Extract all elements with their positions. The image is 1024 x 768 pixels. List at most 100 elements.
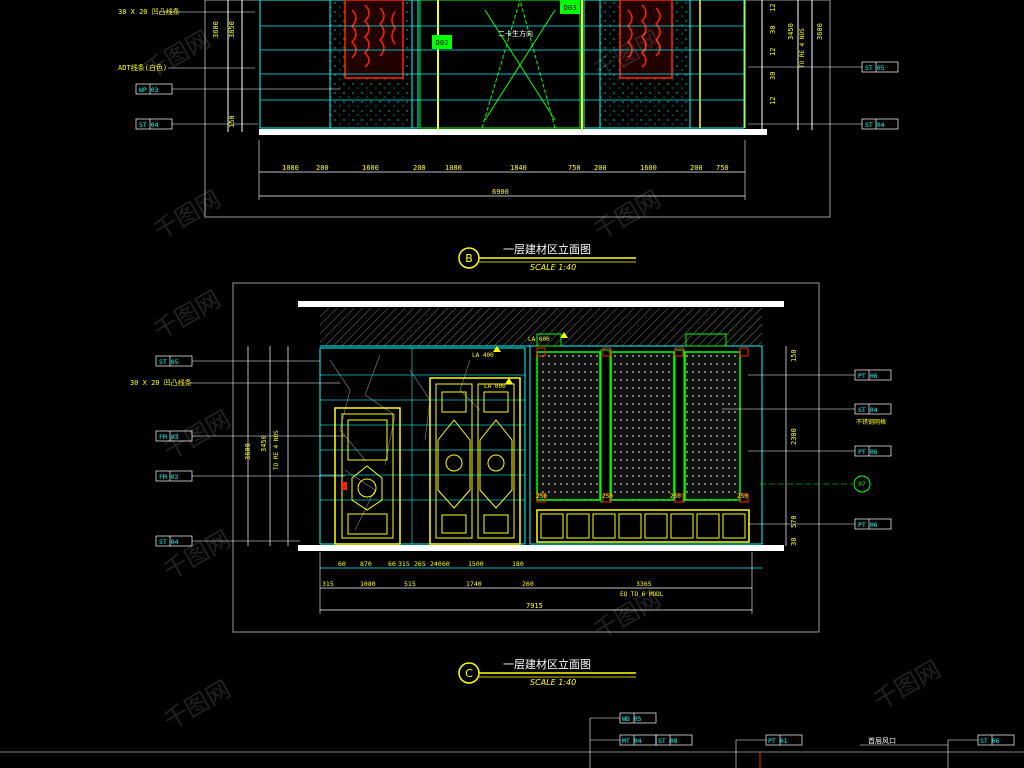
view-c-tag-fm03: FM 03 (155, 430, 345, 442)
view-b-left-note-1: ADT线条(白色) (118, 63, 167, 72)
svg-text:1740: 1740 (466, 580, 482, 588)
svg-text:MT 04: MT 04 (622, 737, 642, 745)
svg-text:千图网: 千图网 (159, 405, 235, 465)
view-c-tag-st04-right: ST 04 不锈钢网格 (722, 403, 892, 426)
svg-text:ST 04: ST 04 (139, 121, 159, 129)
view-c-level-label-0: LA 400 (472, 352, 494, 359)
svg-text:千图网: 千图网 (869, 655, 945, 715)
view-c-right-dim-1: 2300 (790, 428, 798, 445)
svg-text:200: 200 (413, 164, 426, 172)
view-b-tag-st04-right: ST 04 (748, 118, 899, 130)
view-c-tag-pt06-a: PT 06 (748, 369, 892, 381)
svg-text:180: 180 (512, 560, 524, 568)
svg-text:265: 265 (414, 560, 426, 568)
svg-text:1600: 1600 (362, 164, 379, 172)
svg-text:07: 07 (858, 481, 866, 488)
view-b-right-dim-1: 12 (769, 4, 777, 12)
svg-text:千图网: 千图网 (149, 285, 225, 345)
svg-text:千图网: 千图网 (149, 185, 225, 245)
svg-text:PT 01: PT 01 (768, 737, 788, 745)
partial-next-view: WD 05 MT 04 ST 08 PT 01 首层风口 ST 06 (0, 712, 1024, 768)
view-c-eq-note: EQ TO 6 MODL (620, 591, 664, 598)
view-b-right-dim-4: 30 (769, 72, 777, 80)
view-c-bottom-dims-row1: 60 870 60 315 265 240 60 1500 180 (338, 560, 524, 568)
view-c-ceiling-hatch (320, 308, 762, 346)
view-c-floor-slab (298, 545, 784, 551)
view-c-left-dim-1: 3450 (260, 435, 268, 452)
view-b-scale: SCALE 1:40 (530, 263, 576, 272)
view-c-stone-wall (319, 347, 526, 545)
view-c-ceiling-slab (298, 301, 784, 307)
svg-text:千图网: 千图网 (159, 525, 235, 585)
view-b-left-dim-2: 150 (228, 115, 236, 128)
svg-text:1840: 1840 (510, 164, 527, 172)
view-b-right-dim-5: 12 (769, 97, 777, 105)
view-b-right-dim-2: 30 (769, 26, 777, 34)
view-b-total-dim: 6900 (492, 188, 509, 196)
svg-text:1080: 1080 (445, 164, 462, 172)
svg-text:750: 750 (568, 164, 581, 172)
view-c-left-dim-2: TO RE 4 NOS (273, 430, 280, 470)
svg-text:WP 03: WP 03 (139, 86, 159, 94)
svg-text:PT 06: PT 06 (858, 521, 878, 529)
svg-text:ST 04: ST 04 (858, 406, 878, 414)
svg-text:200: 200 (594, 164, 607, 172)
svg-text:60: 60 (388, 560, 396, 568)
svg-text:515: 515 (404, 580, 416, 588)
view-c-mesh-wall: 250 250 250 250 (529, 333, 763, 545)
view-b-letter: B (465, 252, 473, 265)
view-b-frame (204, 0, 831, 218)
view-c-left-note-0: 30 X 20 凹凸线条 (130, 378, 192, 387)
view-c-tag-pt06-c: PT 06 (748, 518, 892, 530)
view-c-left-dim-0: 3600 (244, 443, 252, 460)
view-b-bottom-dims: 1080 200 1600 200 1080 1840 750 200 1600… (282, 164, 729, 196)
svg-text:750: 750 (716, 164, 729, 172)
svg-text:315: 315 (398, 560, 410, 568)
view-c-tag-07: 07 (760, 475, 871, 493)
view-b-door-label-d02: D02 (436, 39, 449, 47)
svg-text:60: 60 (442, 560, 450, 568)
view-b-right-extra-0: TO RE 4 NOS (799, 28, 806, 68)
view-c-title-block: C 一层建材区立面图 SCALE 1:40 (458, 657, 636, 687)
svg-text:FM 02: FM 02 (159, 473, 179, 481)
svg-text:ST 05: ST 05 (159, 358, 179, 366)
svg-text:315: 315 (322, 580, 334, 588)
view-c-letter: C (465, 667, 473, 680)
svg-text:ST 08: ST 08 (658, 737, 678, 745)
view-c-tag-st04: ST 04 (155, 535, 300, 547)
svg-text:1080: 1080 (282, 164, 299, 172)
svg-text:PT 06: PT 06 (858, 448, 878, 456)
view-b-flow-label: 二卡生方向 (498, 29, 533, 38)
view-b-right-dim-0: 3450 (787, 23, 795, 40)
view-c-tag-st05: ST 05 (155, 355, 320, 367)
svg-text:ST 05: ST 05 (865, 64, 885, 72)
svg-text:60: 60 (338, 560, 346, 568)
view-c-right-dim-3: 570 (790, 515, 798, 528)
view-b-tag-st05: ST 05 (748, 61, 899, 73)
view-b-left-dim-1: 3850 (228, 21, 236, 38)
svg-text:200: 200 (316, 164, 329, 172)
svg-text:250: 250 (602, 493, 613, 500)
svg-text:WD 05: WD 05 (622, 715, 642, 723)
view-b-tag-st04: ST 04 (135, 118, 258, 130)
view-b-middle-door-zone (419, 0, 581, 129)
view-c-tag-pt06-b: PT 06 (748, 445, 892, 457)
svg-text:ST 04: ST 04 (865, 121, 885, 129)
bottom-tag-wd05: WD 05 (590, 712, 657, 724)
view-c-right-note: 不锈钢网格 (856, 418, 886, 426)
bottom-tag-pt01: PT 01 (736, 734, 803, 746)
svg-text:200: 200 (690, 164, 703, 172)
view-b-door-tag-d02 (432, 35, 452, 49)
view-c-frame (232, 282, 820, 633)
svg-text:PT 06: PT 06 (858, 372, 878, 380)
view-c-title: 一层建材区立面图 (503, 657, 591, 671)
view-b-right-dim-3: 12 (769, 48, 777, 56)
view-c-total-dim: 7915 (526, 602, 543, 610)
view-b-floor-slab (259, 129, 767, 135)
view-c-base-cabinet (536, 509, 750, 543)
view-b-left-note-0: 30 X 20 凹凸线条 (118, 7, 180, 16)
svg-text:ST 04: ST 04 (159, 538, 179, 546)
view-b-right-extra-1: 3600 (816, 23, 824, 40)
svg-text:240: 240 (430, 560, 442, 568)
